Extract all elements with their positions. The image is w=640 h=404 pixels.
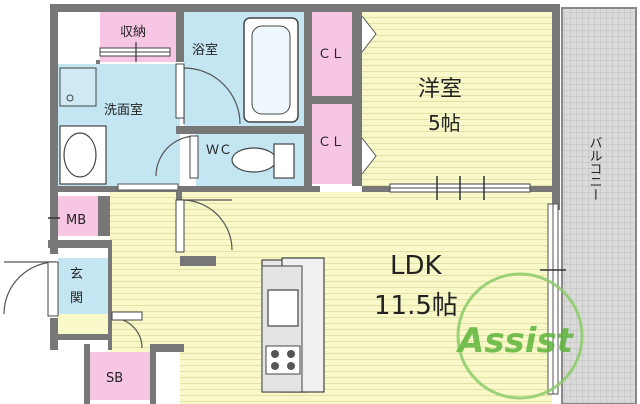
kitchen-sink [267,289,299,327]
entrance-floor [58,258,108,314]
sb-area [90,352,150,400]
label-ldk: LDK [390,251,443,281]
watermark-logo: Assist [455,272,584,400]
label-storage: 収納 [120,25,146,40]
ldk-floor [180,192,552,404]
watermark-text: Assist [455,321,575,361]
label-entrance-1: 玄 [70,267,83,282]
closet-doors [361,15,377,175]
label-sb: SB [106,371,123,386]
label-entrance-2: 関 [70,291,83,306]
label-balcony: バルコニー [587,136,603,201]
stove [265,345,301,375]
label-closet-lower: ＣＬ [318,135,344,150]
wash-basin-bowl [63,132,97,178]
western-room-floor [362,10,552,186]
washing-drain [66,94,74,102]
label-mb: MB [66,213,86,228]
balcony-area [562,8,636,404]
mb-area [58,196,98,236]
entrance-step [58,314,108,334]
label-ldk-size: 11.5帖 [374,291,458,321]
hall-floor [110,192,180,352]
doors [3,67,241,349]
label-wc: ＷＣ [206,143,232,158]
toilet-tank [273,143,295,179]
label-closet-upper: ＣＬ [318,47,344,62]
label-washroom: 洗面室 [104,102,143,118]
closet-upper-area [312,12,352,96]
label-western-room: 洋室 [418,77,462,102]
closet-lower-area [312,104,352,184]
label-bathroom: 浴室 [192,42,218,58]
label-western-room-size: 5帖 [428,111,461,135]
bathtub-inner [251,25,291,115]
sliding-door-marks [436,176,485,200]
balcony-frame [561,7,637,404]
washroom-counter [117,183,179,191]
toilet-bowl [231,147,277,173]
washing-machine-pan [59,67,97,107]
